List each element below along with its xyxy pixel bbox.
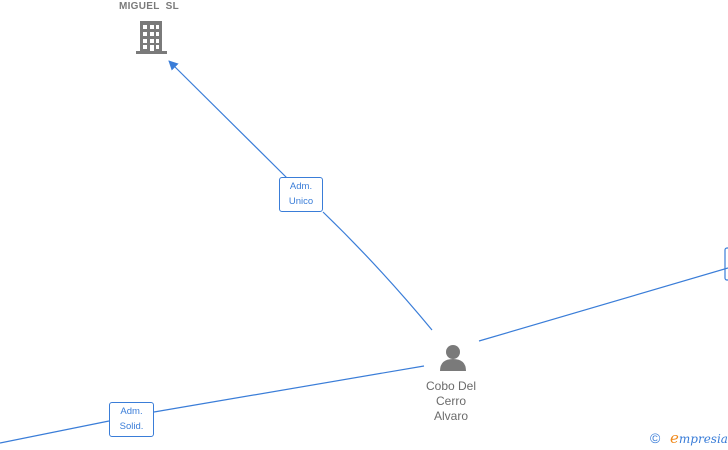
brand-logo: empresia [670,430,728,447]
person-icon[interactable] [440,345,466,371]
edge-line-right [478,267,728,342]
person-name[interactable]: Cobo Del Cerro Alvaro [411,379,491,424]
brand-logo-initial: e [670,429,679,447]
brand-logo-rest: mpresia [678,432,728,446]
person-name-line-3: Alvaro [433,409,468,423]
company-name[interactable]: MIGUEL SL [118,1,180,12]
edge-line-adm-unico-lower [322,211,433,331]
edge-label-adm-solid[interactable]: Adm. Solid. [109,402,154,437]
edge-label-line: Solid. [119,421,144,432]
edge-line-adm-unico-upper [168,60,288,179]
copyright-symbol: © [650,430,661,446]
building-icon[interactable] [136,21,167,54]
offscreen-node-edge [724,247,728,281]
person-name-line-2: Cerro [435,394,466,408]
edge-line-adm-solid-left [0,420,110,444]
person-name-line-1: Cobo Del [425,379,477,393]
edge-label-adm-unico[interactable]: Adm. Unico [279,177,323,212]
edge-line-adm-solid-right [153,365,425,413]
edge-label-line: Unico [288,196,314,207]
edge-label-line: Adm. [289,181,313,192]
edge-label-line: Adm. [120,406,143,417]
